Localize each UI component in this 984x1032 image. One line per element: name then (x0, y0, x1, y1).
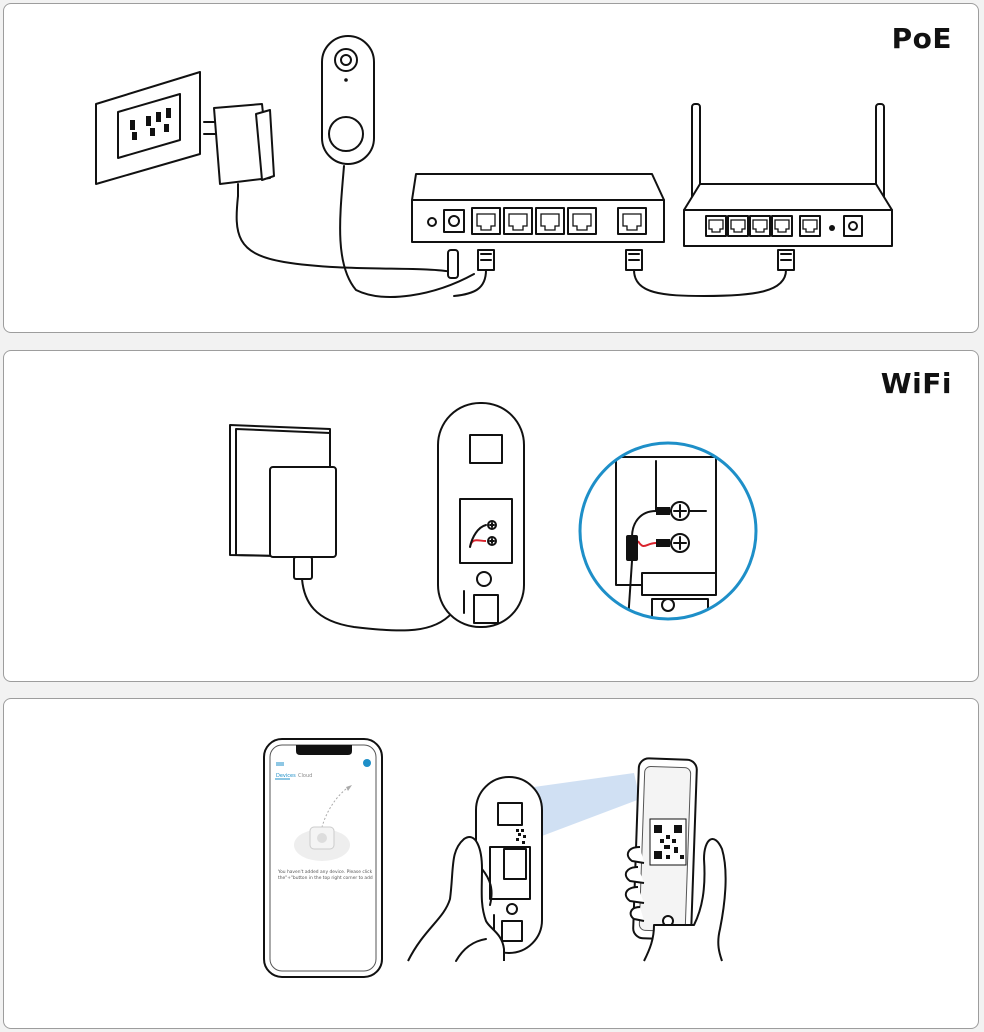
setup-illustration: Devices Cloud You haven't added any devi… (263, 738, 727, 978)
doorbell-icon (475, 776, 543, 954)
phone-icon (632, 757, 698, 941)
wiring-zoom-inset (578, 441, 758, 621)
doorbell-icon (321, 35, 475, 298)
poe-panel: PoE (3, 3, 979, 333)
poe-wiring-diagram (95, 35, 893, 298)
app-tab-devices[interactable]: Devices (276, 773, 296, 779)
scan-beam (534, 773, 640, 839)
doorbell-icon (437, 402, 525, 628)
power-adapter-icon (229, 424, 337, 580)
empty-message-line1: You haven't added any device. Please cli… (277, 869, 373, 875)
router-icon (683, 103, 893, 271)
power-outlet-icon (95, 71, 201, 185)
wifi-panel-title: WiFi (880, 367, 952, 400)
wifi-panel: WiFi (3, 350, 979, 682)
phone-icon (263, 738, 383, 978)
app-tab-cloud[interactable]: Cloud (298, 773, 312, 779)
hand-icon (407, 836, 505, 962)
poe-panel-title: PoE (891, 22, 952, 55)
power-adapter-icon (203, 103, 275, 197)
empty-message-line2: the"+"button in the top right corner to … (278, 875, 373, 881)
hand-icon (624, 838, 727, 962)
poe-switch-icon (411, 173, 665, 279)
setup-panel: Devices Cloud You haven't added any devi… (3, 698, 979, 1029)
wifi-wiring-diagram (229, 402, 758, 632)
